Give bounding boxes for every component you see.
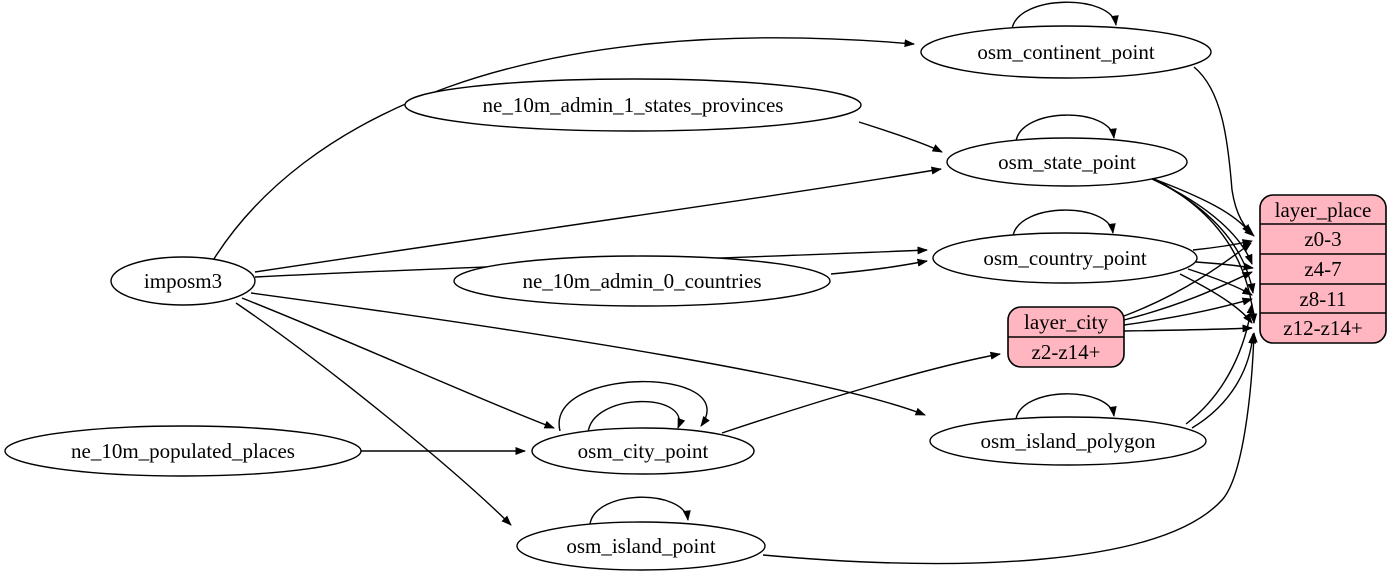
node-shape-osm_city_point — [531, 427, 755, 475]
edge-layer_city-layer_place-z12-z14 — [1123, 324, 1253, 333]
edge-imposm3-osm_city_point — [241, 297, 555, 429]
edges — [211, 1, 1258, 565]
edge-osm_country_point-layer_place-z0-3 — [1192, 239, 1253, 251]
node-osm_state_point: osm_state_point — [946, 137, 1188, 187]
node-label-ne_10m_admin_1_states_provinces: ne_10m_admin_1_states_provinces — [483, 93, 784, 117]
edge-osm_island_polygon-layer_place-z8-11 — [1185, 303, 1255, 425]
edge-osm_country_point-layer_place-z4-7 — [1195, 261, 1254, 271]
node-osm_continent_point: osm_continent_point — [920, 25, 1212, 79]
edge-osm_island_point-layer_place-z12-z14 — [762, 332, 1258, 565]
edge-layer_city-layer_place-z4-7 — [1123, 271, 1253, 321]
edge-layer_city-layer_place-z8-11 — [1123, 297, 1253, 326]
self-loop-osm_island_point — [589, 496, 691, 525]
node-label-osm_city_point: osm_city_point — [578, 439, 709, 463]
record-row-layer_place-z12-z14: z12-z14+ — [1283, 316, 1362, 340]
record-layer_city: layer_city z2-z14+ — [1007, 306, 1125, 368]
node-ne_10m_admin_0_countries: ne_10m_admin_0_countries — [453, 255, 831, 307]
node-label-osm_state_point: osm_state_point — [998, 150, 1136, 174]
node-imposm3: imposm3 — [110, 256, 256, 306]
self-loop-osm_continent_point — [1011, 1, 1119, 30]
node-shape-osm_state_point — [946, 137, 1188, 187]
record-layer_place: layer_place z0-3 z4-7 z8-11 z12-z14+ — [1259, 194, 1387, 344]
edge-osm_state_point-layer_place-z0-3 — [1145, 175, 1252, 235]
node-osm_country_point: osm_country_point — [932, 232, 1198, 284]
edge-layer_city-layer_place-z0-3 — [1123, 242, 1252, 317]
edge-osm_island_polygon-layer_place-z12-z14 — [1191, 333, 1257, 429]
node-osm_city_point: osm_city_point — [531, 427, 755, 475]
record-title-layer_city: layer_city — [1024, 310, 1108, 334]
self-loop-osm_state_point — [1015, 114, 1117, 142]
node-osm_island_polygon: osm_island_polygon — [929, 416, 1207, 466]
record-shape-layer_place — [1259, 194, 1387, 344]
edge-ne_10m_admin_1_states_provinces-osm_state_point — [858, 121, 943, 153]
self-loop-osm_island_polygon — [1015, 393, 1117, 420]
edge-ne_10m_admin_0_countries-osm_country_point — [830, 258, 928, 275]
node-ne_10m_populated_places: ne_10m_populated_places — [4, 425, 362, 477]
node-ne_10m_admin_1_states_provinces: ne_10m_admin_1_states_provinces — [404, 78, 862, 132]
node-shape-osm_island_polygon — [929, 416, 1207, 466]
node-shape-ne_10m_populated_places — [4, 425, 362, 477]
node-label-osm_country_point: osm_country_point — [983, 246, 1146, 270]
self-loop-osm_country_point — [1012, 209, 1116, 237]
record-row-layer_city-z2-z14: z2-z14+ — [1032, 340, 1101, 364]
edge-imposm3-osm_state_point — [254, 166, 942, 273]
self-loop-osm_city_point-outer — [558, 380, 710, 432]
record-row-layer_place-z0-3: z0-3 — [1304, 227, 1341, 251]
edge-imposm3-osm_island_polygon — [250, 292, 926, 416]
node-label-ne_10m_populated_places: ne_10m_populated_places — [71, 439, 295, 463]
edge-imposm3-osm_continent_point — [211, 37, 915, 263]
node-osm_island_point: osm_island_point — [516, 521, 766, 571]
edge-osm_country_point-layer_place-z8-11 — [1187, 268, 1253, 296]
node-label-osm_continent_point: osm_continent_point — [977, 40, 1154, 64]
node-shape-osm_continent_point — [920, 25, 1212, 79]
record-row-layer_place-z8-11: z8-11 — [1299, 287, 1346, 311]
node-shape-imposm3 — [110, 256, 256, 306]
node-label-osm_island_polygon: osm_island_polygon — [980, 429, 1156, 453]
node-shape-osm_island_point — [516, 521, 766, 571]
node-label-osm_island_point: osm_island_point — [566, 534, 716, 558]
node-shape-ne_10m_admin_0_countries — [453, 255, 831, 307]
node-shape-ne_10m_admin_1_states_provinces — [404, 78, 862, 132]
self-loop-osm_city_point-inner — [587, 400, 686, 434]
edge-imposm3-osm_island_point — [235, 302, 512, 526]
node-label-imposm3: imposm3 — [144, 269, 222, 293]
node-label-ne_10m_admin_0_countries: ne_10m_admin_0_countries — [522, 269, 761, 293]
node-shape-osm_country_point — [932, 232, 1198, 284]
record-row-layer_place-z4-7: z4-7 — [1304, 257, 1341, 281]
record-title-layer_place: layer_place — [1275, 198, 1372, 222]
edge-osm_city_point-layer_city-z2-z14 — [721, 351, 1001, 434]
